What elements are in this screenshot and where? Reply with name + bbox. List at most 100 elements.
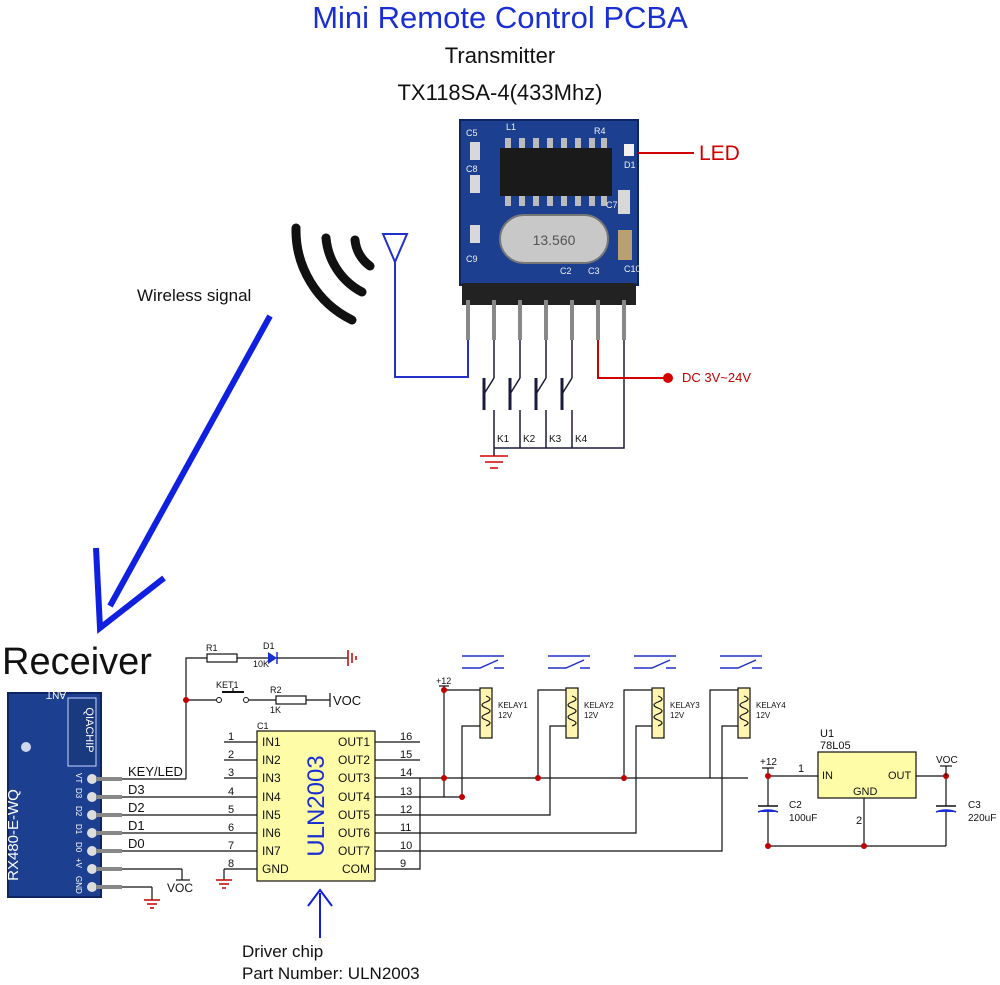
relay-coil-icon: [567, 695, 577, 727]
board-label: C8: [466, 164, 478, 174]
pin-label: D2: [74, 806, 83, 817]
driver-chip-label: Driver chip: [242, 942, 324, 961]
signal-label: D3: [128, 782, 145, 797]
pin-name: OUT7: [338, 844, 370, 858]
pin-number: 7: [228, 840, 234, 852]
c3-label: C3: [968, 800, 981, 811]
schematic-wires: [122, 657, 947, 900]
brand-label: QIACHIP: [83, 707, 95, 752]
pin-label: D1: [74, 824, 83, 835]
relay-coil-box: [565, 687, 579, 739]
relay-voltage: 12V: [756, 711, 771, 720]
transmitter-board: 13.560 C5 L1 R4 D1 C8 C7 C9 C10 C3 C2: [459, 119, 641, 340]
part-number-label: Part Number: ULN2003: [242, 964, 420, 983]
pin-name: IN7: [262, 844, 281, 858]
pin-number: 9: [400, 858, 406, 870]
pin-name: OUT1: [338, 735, 370, 749]
header-pins: [466, 300, 626, 340]
r2-value: 1K: [270, 705, 281, 715]
pin-number: 10: [400, 840, 412, 852]
voc-r2-label: VOC: [333, 693, 361, 708]
regulator-pin2: 2: [856, 815, 862, 827]
ket1-label: KET1: [216, 680, 239, 690]
pin-name: OUT4: [338, 790, 370, 804]
pin-name: OUT2: [338, 753, 370, 767]
board-label: C3: [588, 266, 600, 276]
pin-number: 15: [400, 749, 412, 761]
pin-number: 12: [400, 804, 412, 816]
receiver-label: Receiver: [2, 641, 152, 683]
pin-name: OUT6: [338, 826, 370, 840]
power-wire: [597, 340, 673, 383]
pin-name: IN2: [262, 753, 281, 767]
signal-label: D0: [128, 836, 145, 851]
voc-label: VOC: [167, 881, 193, 895]
regulator-voc: VOC: [936, 755, 958, 766]
transmitter-model: TX118SA-4(433Mhz): [397, 80, 603, 105]
pin-name: COM: [342, 862, 370, 876]
pin-number: 16: [400, 731, 412, 743]
pin-name: IN5: [262, 808, 281, 822]
relay-coil-icon: [739, 695, 749, 727]
relay-contact-icon: [462, 655, 504, 669]
receiver-module: ANT QIACHIP RX480-E-WQ VT D3 D2 D1 D0 +V…: [5, 689, 122, 898]
pin-label: VT: [74, 773, 83, 783]
d1-value: 10K: [253, 659, 269, 669]
relay-contact-icon: [548, 655, 590, 669]
board-label: L1: [506, 122, 516, 132]
pin-number: 13: [400, 786, 412, 798]
antenna-icon: [381, 233, 469, 378]
pin-label: D0: [74, 842, 83, 853]
relay-coil-box: [651, 687, 665, 739]
regulator-gnd: GND: [853, 786, 878, 798]
key-label: K4: [575, 434, 588, 445]
wireless-signal-label: Wireless signal: [137, 286, 252, 305]
regulator-pin1: 1: [798, 763, 804, 775]
relay-voltage: 12V: [498, 711, 513, 720]
r2-label: R2: [270, 685, 282, 695]
u1-label: U1: [820, 728, 834, 740]
pin-label: D3: [74, 788, 83, 799]
pin-number: 6: [228, 822, 234, 834]
key-ket1: KET1 R2 1K VOC: [216, 680, 361, 715]
led-d1-icon: D1 10K: [253, 641, 337, 669]
relay-name: KELAY3: [670, 701, 700, 710]
relay-contact-icon: [634, 655, 676, 669]
relay-coil-icon: [481, 695, 491, 727]
regulator-out: OUT: [888, 770, 912, 782]
pin-label: GND: [74, 876, 83, 894]
module-model: RX480-E-WQ: [5, 789, 22, 881]
key-label: K1: [497, 434, 510, 445]
regulator-78l05: U1 78L05 IN OUT GND 1 2 +12 VOC C2 100uF…: [757, 728, 996, 827]
pin-number: 4: [228, 786, 234, 798]
board-label: R4: [594, 126, 606, 136]
ant-label: ANT: [46, 689, 66, 700]
c2-label: C2: [789, 800, 802, 811]
pin-name: OUT3: [338, 771, 370, 785]
c2-value: 100uF: [789, 813, 817, 824]
regulator-in: IN: [822, 770, 833, 782]
wireless-signal-icon: [291, 223, 375, 325]
signal-label: D2: [128, 800, 145, 815]
relay-name: KELAY2: [584, 701, 614, 710]
chip-name: ULN2003: [303, 755, 330, 856]
crystal-label: 13.560: [533, 232, 576, 248]
pin-number: 3: [228, 767, 234, 779]
key-label: K2: [523, 434, 536, 445]
relay-name: KELAY1: [498, 701, 528, 710]
led-label: LED: [699, 142, 740, 165]
relay-coil-box: [479, 687, 493, 739]
uln2003-chip: C1 ULN2003: [256, 721, 376, 882]
pin-name: IN1: [262, 735, 281, 749]
board-label: C9: [466, 254, 478, 264]
junction-dots: [183, 687, 949, 849]
pin-number: 2: [228, 749, 234, 761]
pin-number: 14: [400, 767, 412, 779]
board-label: C10: [624, 264, 641, 274]
page-title: Mini Remote Control PCBA: [312, 0, 688, 35]
